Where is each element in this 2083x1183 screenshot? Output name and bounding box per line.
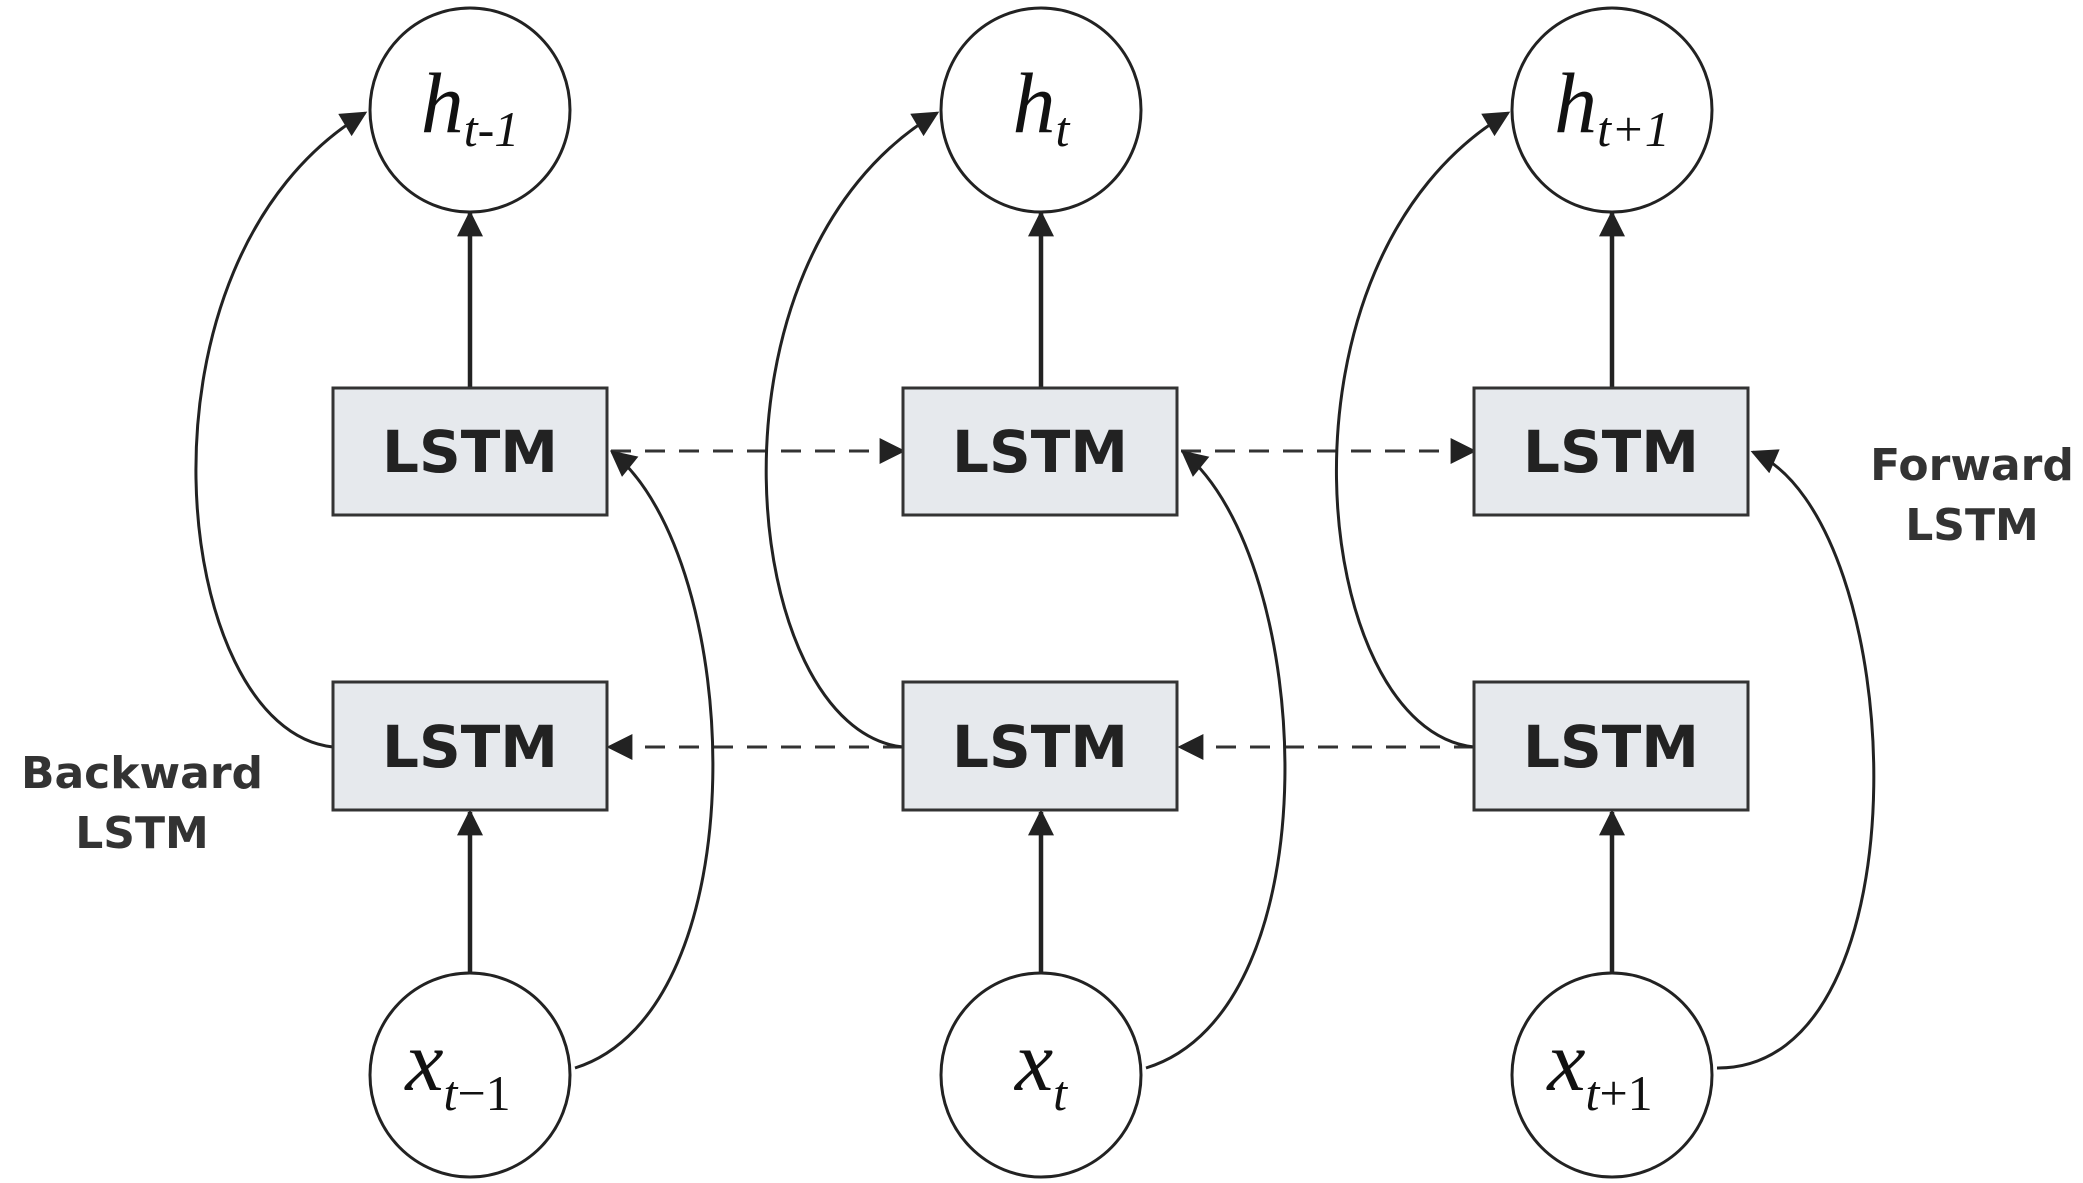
edge-x2-to-forward2 [1145,450,1287,1070]
forward-label-line-2: LSTM [1905,500,2039,551]
forward-label-line-1: Forward [1870,440,2074,491]
input-symbol: x [1013,1013,1053,1109]
svg-text:ht+1: ht+1 [1554,55,1670,157]
output-symbol: h [421,55,464,151]
output-node-h-t: ht [939,6,1143,214]
edge-x1-to-forward1 [574,450,715,1070]
lstm-label: LSTM [382,418,558,486]
svg-text:ht: ht [1013,55,1071,157]
backward-lstm-cell-2: LSTM [901,680,1179,812]
output-node-h-t-minus-1: ht-1 [368,6,572,214]
lstm-label: LSTM [952,418,1128,486]
edge-x3-to-forward3 [1716,449,1876,1070]
edge-backward2-to-h2 [764,111,940,749]
input-subscript-t: t [1586,1065,1601,1121]
backward-label-line-1: Backward [21,748,263,799]
lstm-label: LSTM [1523,418,1699,486]
input-subscript-t: t [1053,1065,1068,1121]
input-node-x-t-plus-1: xt+1 [1510,971,1714,1179]
svg-text:xt−1: xt−1 [403,1013,510,1121]
input-subscript-t: t [444,1065,459,1121]
input-subscript-rest: +1 [1599,1065,1652,1121]
forward-lstm-cell-2: LSTM [901,386,1179,517]
backward-label-line-2: LSTM [75,808,209,859]
lstm-label: LSTM [382,713,558,781]
svg-text:ht-1: ht-1 [421,55,520,157]
input-symbol: x [403,1013,443,1109]
lstm-label: LSTM [1523,713,1699,781]
output-subscript: t-1 [464,101,520,157]
edge-backward1-to-h1 [194,111,368,749]
input-subscript-rest: −1 [457,1065,510,1121]
input-node-x-t: xt [939,971,1143,1179]
input-symbol: x [1545,1013,1585,1109]
input-node-x-t-minus-1: xt−1 [368,971,572,1179]
output-subscript: t [1056,101,1071,157]
backward-lstm-cell-3: LSTM [1472,680,1750,812]
lstm-label: LSTM [952,713,1128,781]
output-symbol: h [1554,55,1597,151]
output-symbol: h [1013,55,1056,151]
output-node-h-t-plus-1: ht+1 [1510,6,1714,214]
backward-lstm-cell-1: LSTM [331,680,609,812]
backward-lstm-label: Backward LSTM [21,748,263,859]
svg-text:xt+1: xt+1 [1545,1013,1652,1121]
forward-lstm-cell-1: LSTM [331,386,609,517]
edge-backward3-to-h3 [1334,111,1511,749]
output-subscript: t+1 [1597,101,1670,157]
forward-lstm-cell-3: LSTM [1472,386,1750,517]
svg-text:xt: xt [1013,1013,1068,1121]
forward-lstm-label: Forward LSTM [1870,440,2074,551]
